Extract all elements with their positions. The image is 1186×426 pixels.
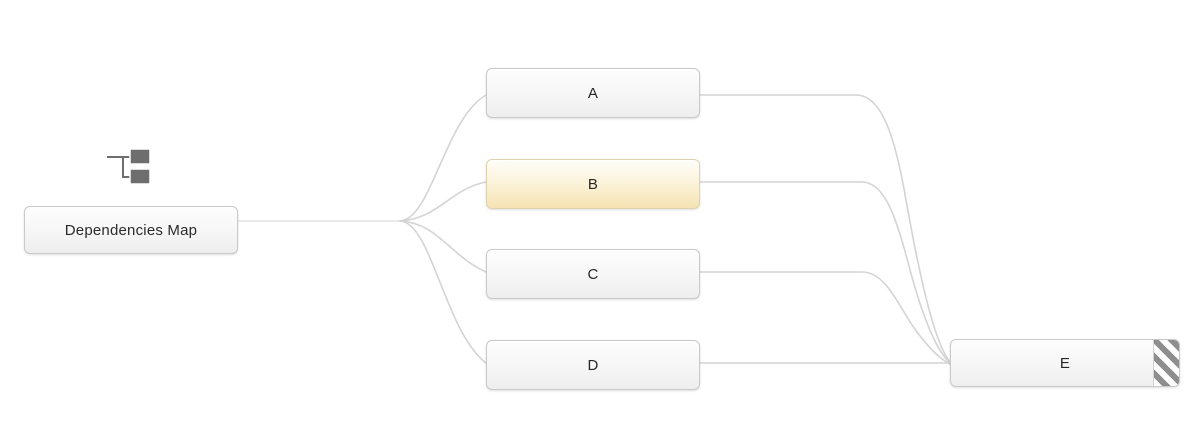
- node-label-d: D: [587, 356, 599, 374]
- edge-b-to-e: [699, 181, 951, 364]
- edge-root-to-c: [399, 220, 487, 273]
- edge-a-to-e: [699, 94, 951, 363]
- node-dependencies-map[interactable]: Dependencies Map: [24, 206, 238, 254]
- node-b[interactable]: B: [486, 159, 700, 209]
- node-c[interactable]: C: [486, 249, 700, 299]
- edge-root-to-a: [399, 94, 487, 222]
- edge-root-to-b: [399, 181, 487, 222]
- hierarchy-icon: [105, 146, 153, 186]
- edge-root-to-d: [399, 220, 487, 364]
- node-e[interactable]: E: [950, 339, 1180, 387]
- node-label-b: B: [587, 175, 599, 193]
- node-label-c: C: [587, 265, 599, 283]
- node-label-root: Dependencies Map: [64, 221, 198, 239]
- node-d[interactable]: D: [486, 340, 700, 390]
- edge-c-to-e: [699, 271, 951, 365]
- node-label-e: E: [1059, 354, 1071, 372]
- node-label-a: A: [587, 84, 599, 102]
- hatched-strip-icon: [1153, 340, 1179, 386]
- node-a[interactable]: A: [486, 68, 700, 118]
